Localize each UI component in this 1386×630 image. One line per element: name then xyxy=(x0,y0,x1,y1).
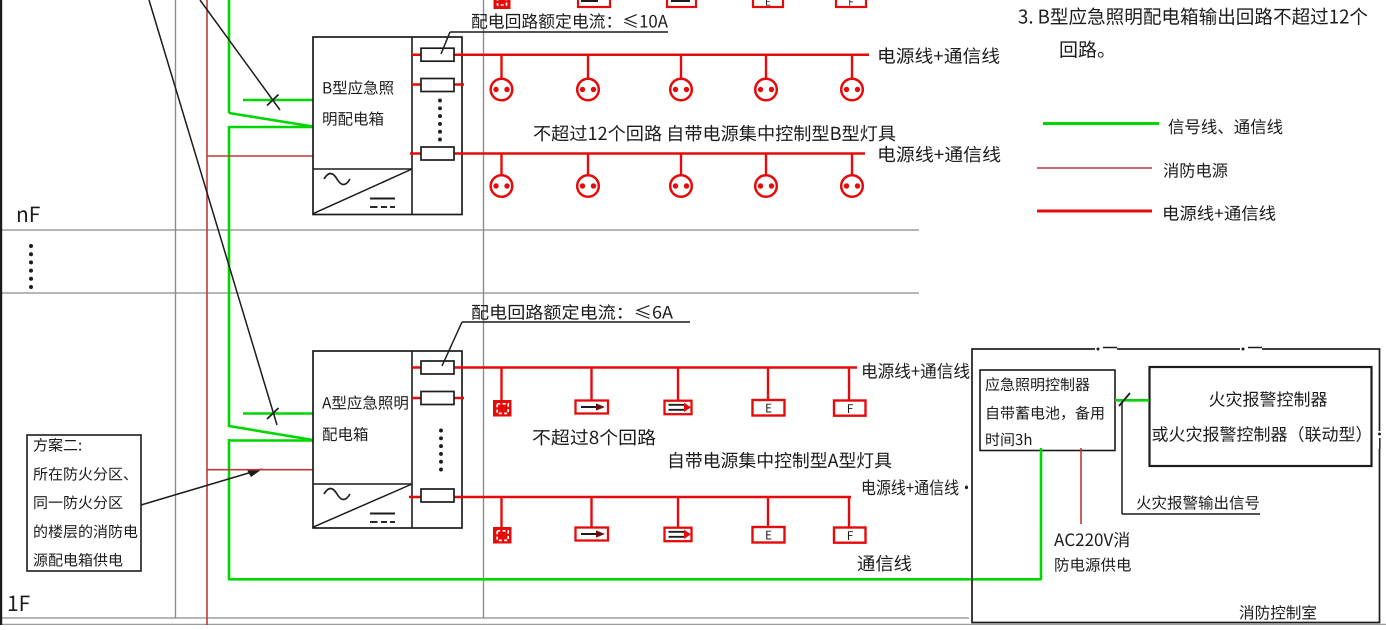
svg-text:配电箱: 配电箱 xyxy=(322,423,369,445)
svg-text:B型应急照: B型应急照 xyxy=(322,77,394,99)
svg-text:的楼层的消防电: 的楼层的消防电 xyxy=(33,521,138,542)
svg-text:不超过8个回路: 不超过8个回路 xyxy=(532,424,656,450)
svg-text:F: F xyxy=(847,400,854,417)
svg-text:所在防火分区、: 所在防火分区、 xyxy=(33,463,138,484)
svg-text:信号线、通信线: 信号线、通信线 xyxy=(1168,113,1283,138)
svg-text:同一防火分区: 同一防火分区 xyxy=(33,492,123,513)
svg-text:配电回路额定电流：≤10A: 配电回路额定电流：≤10A xyxy=(471,8,669,33)
svg-text:E: E xyxy=(765,0,771,9)
svg-text:1F: 1F xyxy=(7,588,30,618)
svg-text:AC220V消: AC220V消 xyxy=(1054,526,1130,551)
svg-text:自带蓄电池，备用: 自带蓄电池，备用 xyxy=(985,403,1105,424)
svg-text:消防电源: 消防电源 xyxy=(1163,158,1228,182)
svg-text:E: E xyxy=(765,400,772,417)
svg-text:F: F xyxy=(847,527,854,544)
svg-text:E: E xyxy=(765,527,772,544)
svg-text:火灾报警输出信号: 火灾报警输出信号 xyxy=(1136,492,1260,514)
svg-text:电源线+通信线: 电源线+通信线 xyxy=(1162,200,1276,225)
svg-text:A型应急照明: A型应急照明 xyxy=(322,392,409,414)
svg-text:回路。: 回路。 xyxy=(1059,36,1116,63)
svg-text:F: F xyxy=(848,0,854,9)
svg-text:防电源供电: 防电源供电 xyxy=(1054,554,1132,576)
svg-text:配电回路额定电流：≤6A: 配电回路额定电流：≤6A xyxy=(471,299,674,324)
svg-text:或火灾报警控制器（联动型）: 或火灾报警控制器（联动型） xyxy=(1152,421,1373,446)
svg-text:火灾报警控制器: 火灾报警控制器 xyxy=(1209,386,1328,411)
svg-text:源配电箱供电: 源配电箱供电 xyxy=(33,550,123,571)
svg-text:3. B型应急照明配电箱输出回路不超过12个: 3. B型应急照明配电箱输出回路不超过12个 xyxy=(1018,3,1368,30)
svg-text:电源线+通信线: 电源线+通信线 xyxy=(861,359,970,384)
svg-text:电源线+通信线: 电源线+通信线 xyxy=(877,43,1000,69)
svg-text:电源线+通信线·: 电源线+通信线· xyxy=(861,475,974,500)
svg-text:消防控制室: 消防控制室 xyxy=(1239,600,1317,624)
svg-text:不超过12个回路 自带电源集中控制型B型灯具: 不超过12个回路 自带电源集中控制型B型灯具 xyxy=(533,120,896,146)
svg-text:明配电箱: 明配电箱 xyxy=(322,108,384,130)
svg-text:电源线+通信线: 电源线+通信线 xyxy=(877,141,1001,167)
svg-text:应急照明控制器: 应急照明控制器 xyxy=(985,374,1090,395)
svg-text:时间3h: 时间3h xyxy=(985,429,1032,450)
svg-text:通信线: 通信线 xyxy=(857,550,912,576)
svg-text:方案二:: 方案二: xyxy=(33,435,82,456)
svg-text:自带电源集中控制型A型灯具: 自带电源集中控制型A型灯具 xyxy=(667,447,892,473)
svg-text:nF: nF xyxy=(16,199,40,229)
